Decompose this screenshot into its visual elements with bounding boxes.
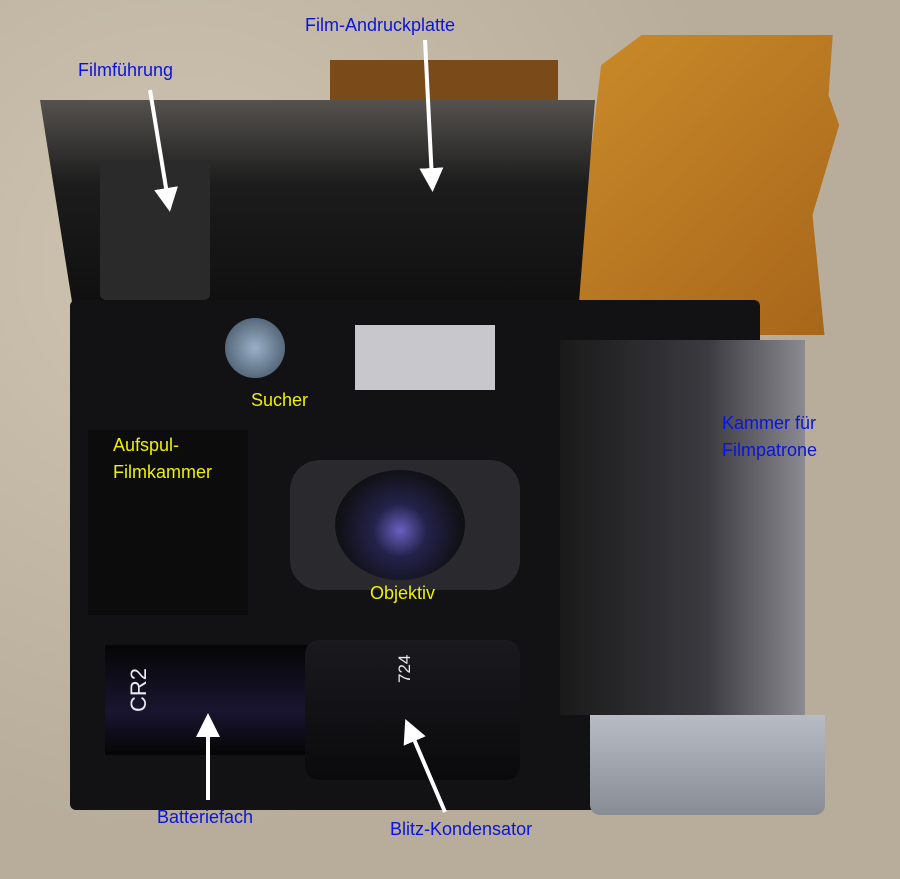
flash-capacitor <box>305 640 520 780</box>
label-flash-capacitor: Blitz-Kondensator <box>390 819 533 839</box>
camera-silver-side <box>590 715 825 815</box>
arrow-film-guide <box>148 89 178 212</box>
label-film-pressure-plate: Film-Andruckplatte <box>305 15 456 35</box>
lens-glass <box>335 470 465 580</box>
label-lens: Objektiv <box>370 583 436 603</box>
label-battery: Batteriefach <box>157 807 254 827</box>
label-takeup-line2: Filmkammer <box>113 462 212 482</box>
arrow-capacitor <box>403 718 447 813</box>
label-viewfinder: Sucher <box>251 390 309 410</box>
label-takeup-line1: Aufspul- <box>113 435 180 455</box>
arrow-pressure-plate <box>419 39 444 192</box>
film-guide <box>100 160 210 300</box>
label-cartridge-line1: Kammer für <box>722 413 817 433</box>
label-film-guide: Filmführung <box>78 60 174 80</box>
shutter-mechanism <box>355 325 495 390</box>
label-cartridge-line2: Filmpatrone <box>722 440 818 460</box>
viewfinder-lens <box>225 318 285 378</box>
cartridge-chamber <box>560 340 805 715</box>
takeup-chamber <box>88 430 248 615</box>
